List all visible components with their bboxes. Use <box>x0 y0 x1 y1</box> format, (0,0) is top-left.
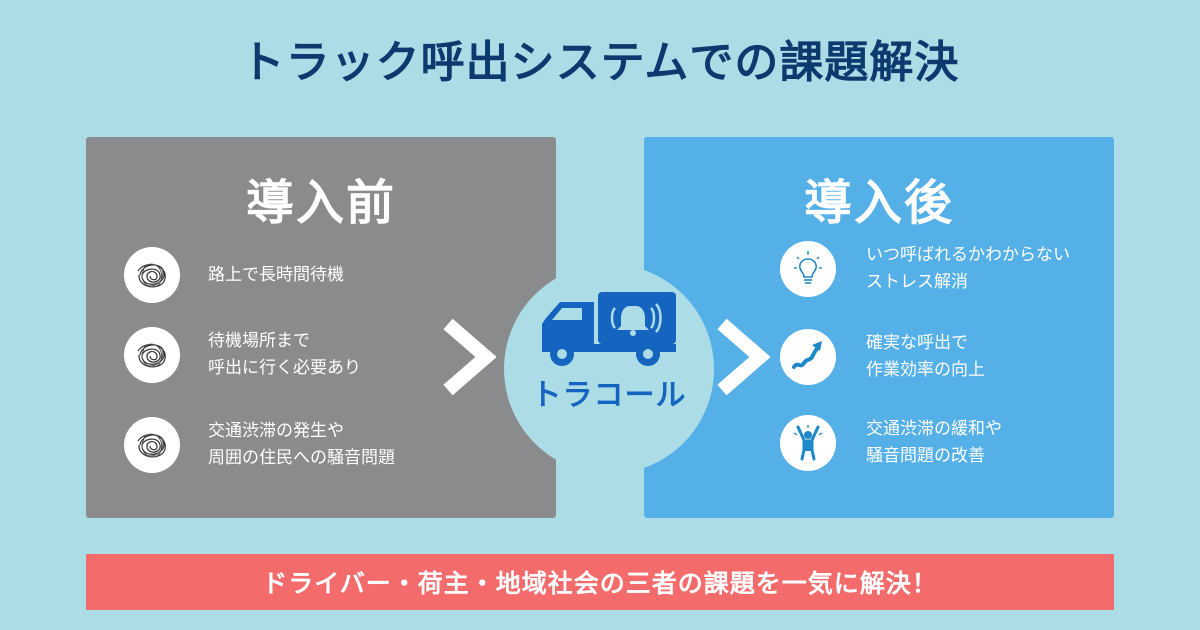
scribble-icon <box>124 417 180 473</box>
before-panel: 導入前 路上で長時間待機 待機場所まで 呼出に行く必要あり 交通渋滞の発生や 周… <box>86 137 556 518</box>
after-panel: 導入後 いつ呼ばれるかわからない ストレス解消 確実な呼出で 作業効率の向上 <box>644 137 1114 518</box>
after-item-1: いつ呼ばれるかわからない ストレス解消 <box>780 241 1070 297</box>
after-item-3: 交通渋滞の緩和や 騒音問題の改善 <box>780 415 1002 471</box>
before-heading: 導入前 <box>245 175 396 231</box>
brand-name: トラコール <box>531 378 687 413</box>
lightbulb-icon <box>780 241 836 297</box>
before-item-1: 路上で長時間待機 <box>124 247 344 303</box>
summary-banner: ドライバー・荷主・地域社会の三者の課題を一気に解決！ <box>86 554 1114 610</box>
after-heading: 導入後 <box>803 175 954 231</box>
chevron-right-icon <box>717 318 770 396</box>
scribble-icon <box>124 247 180 303</box>
growth-arrow-icon <box>780 329 836 385</box>
chevron-right-icon <box>443 318 496 396</box>
scribble-icon <box>124 327 180 383</box>
truck-bell-icon <box>542 292 676 366</box>
after-item-text: 交通渋滞の緩和や 騒音問題の改善 <box>866 419 1002 466</box>
before-item-2: 待機場所まで 呼出に行く必要あり <box>124 327 361 383</box>
before-item-text: 交通渋滞の発生や 周囲の住民への騒音問題 <box>208 421 395 468</box>
brand-logo: トラコール <box>504 264 714 474</box>
before-item-3: 交通渋滞の発生や 周囲の住民への騒音問題 <box>124 417 395 473</box>
after-item-text: いつ呼ばれるかわからない ストレス解消 <box>866 245 1070 292</box>
after-item-text: 確実な呼出で 作業効率の向上 <box>866 333 985 380</box>
before-item-text: 待機場所まで 呼出に行く必要あり <box>208 331 361 378</box>
page-title: トラック呼出システムでの課題解決 <box>240 37 960 88</box>
before-item-text: 路上で長時間待機 <box>208 264 344 285</box>
after-item-2: 確実な呼出で 作業効率の向上 <box>780 329 985 385</box>
cheering-person-icon <box>780 415 836 471</box>
